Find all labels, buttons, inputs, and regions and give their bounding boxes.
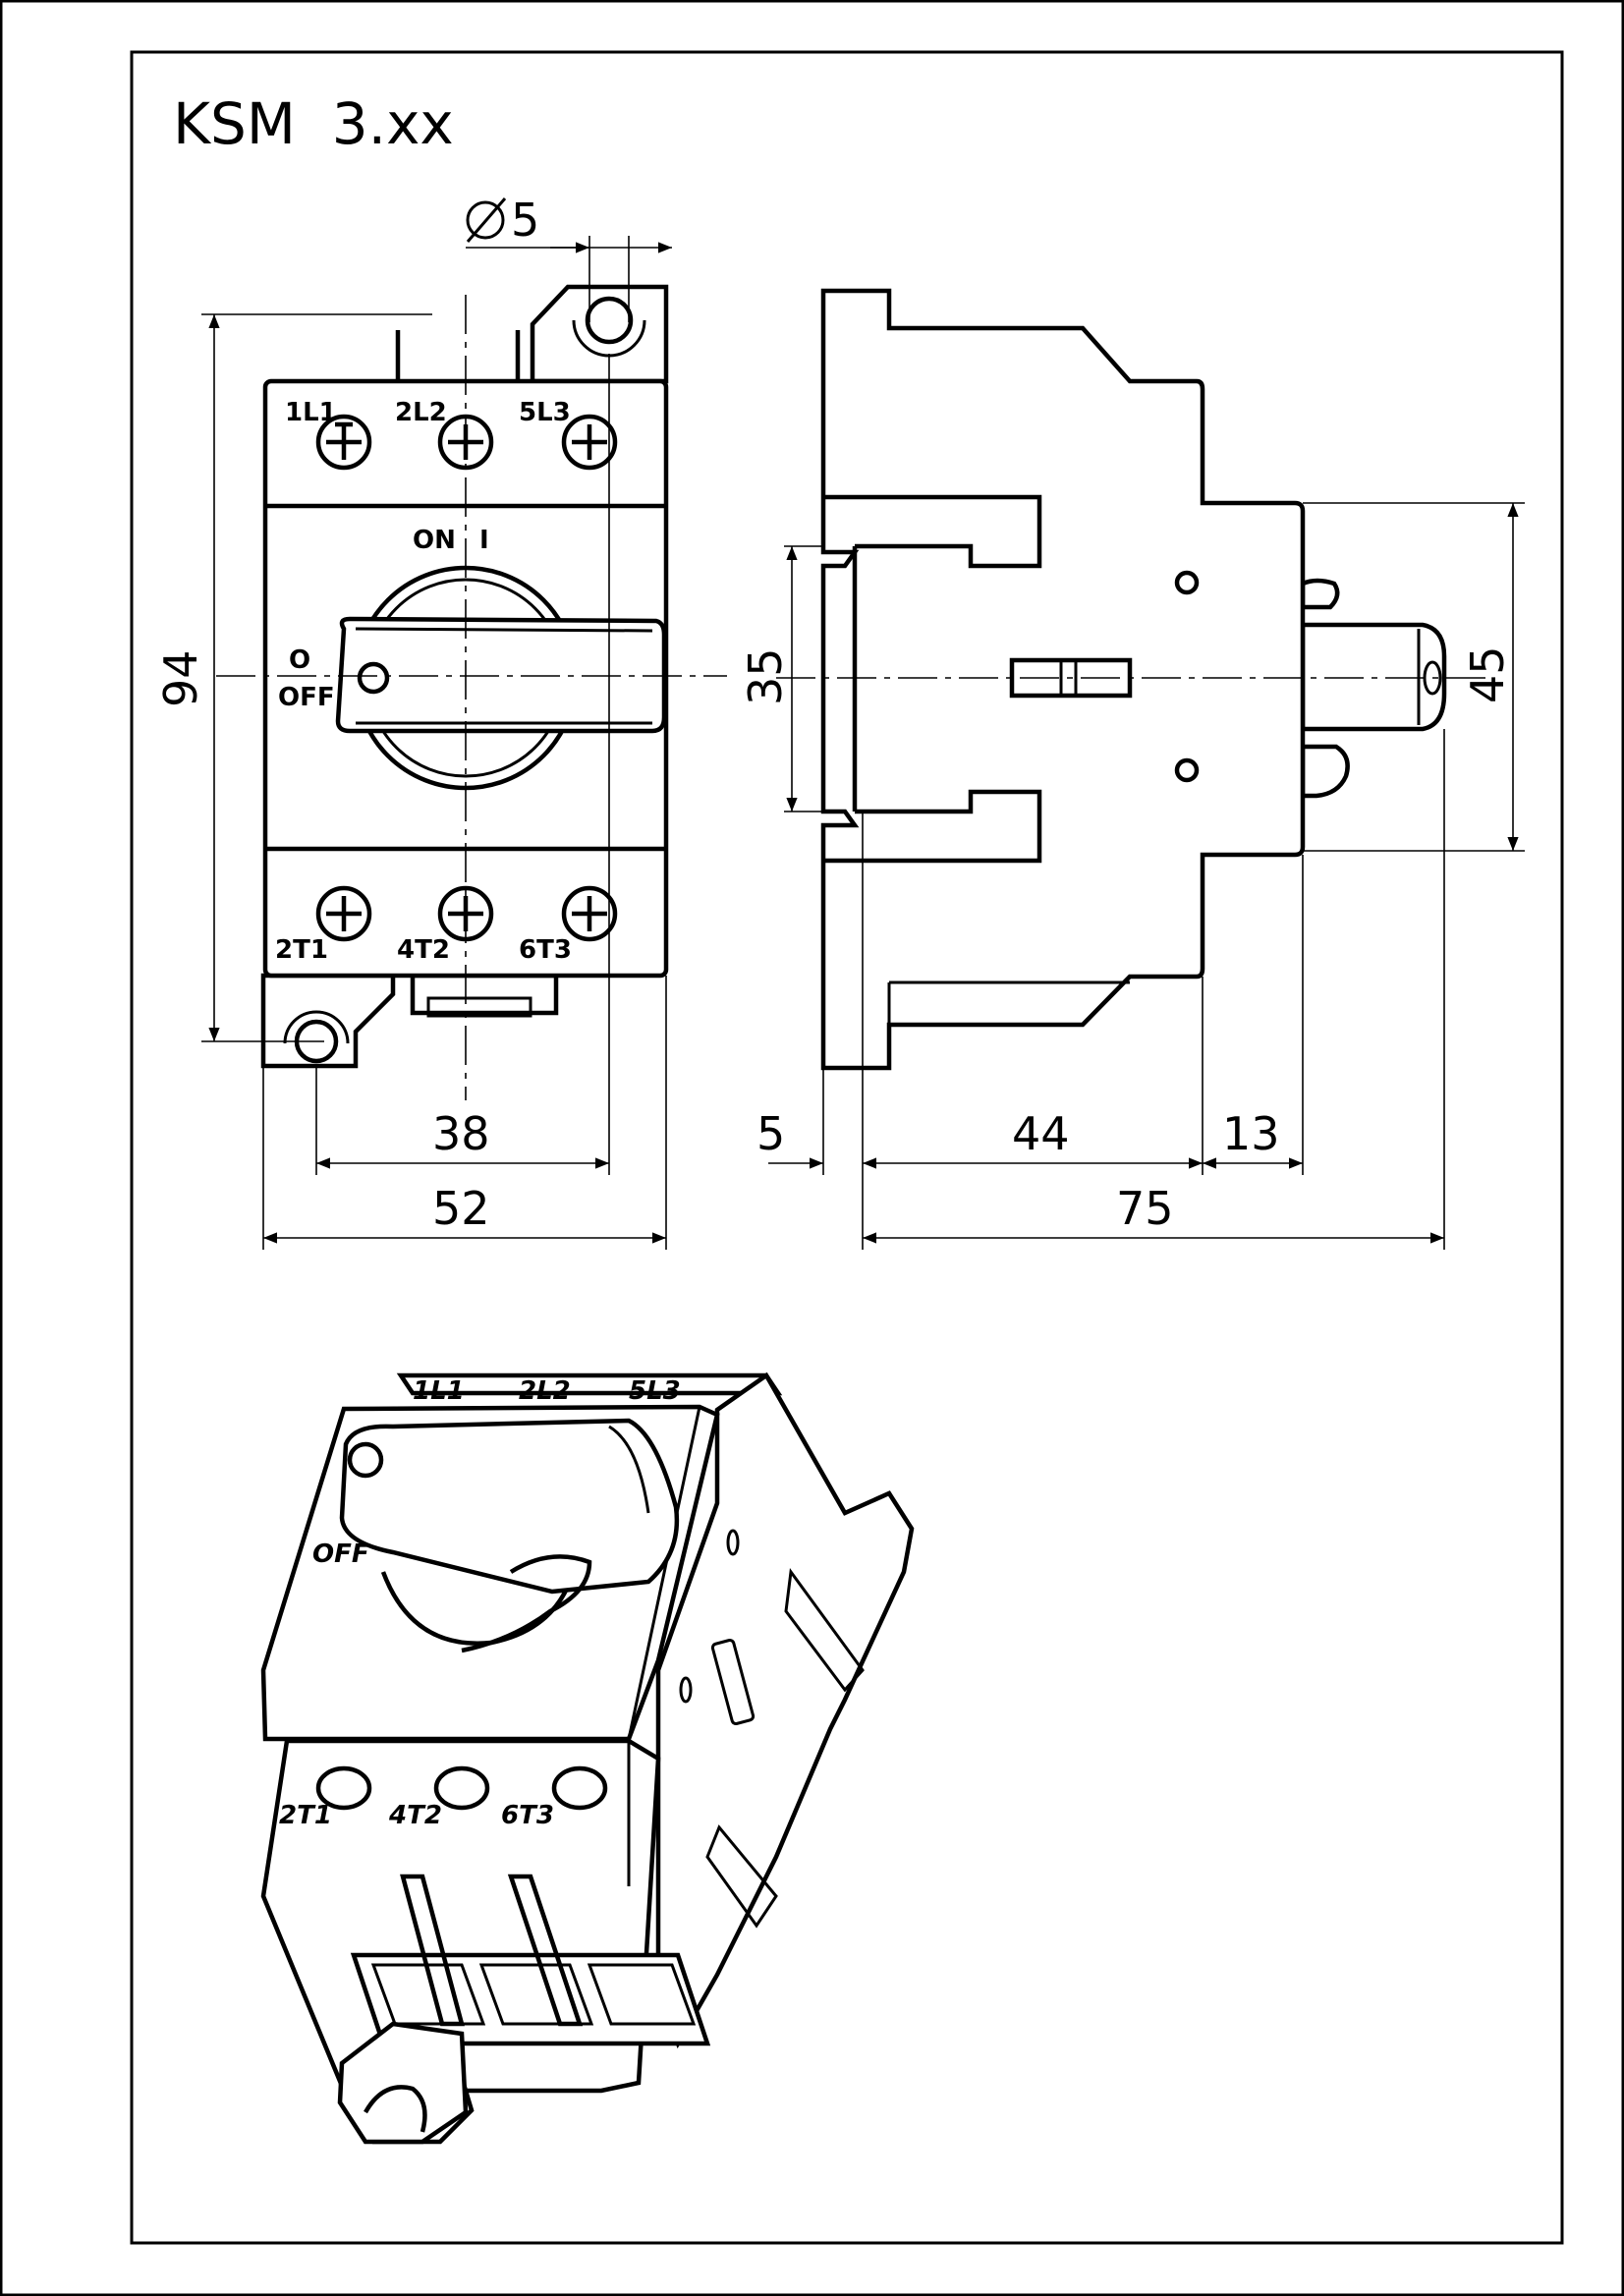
- knob-handle: [335, 616, 667, 734]
- knob-indicator: [357, 661, 390, 695]
- iso-terminal-label-bottom: 2T1: [279, 1801, 332, 1830]
- iso-bottom-mounting-clip: [337, 2021, 469, 2145]
- on-label: ON: [413, 526, 456, 555]
- screw-bottom-1-icon: [315, 885, 372, 942]
- side-screw-upper: [1174, 570, 1200, 595]
- drawing-title: KSM 3.xx: [173, 90, 454, 157]
- terminal-label-top: 5L3: [519, 398, 571, 427]
- terminal-label-top: 1L1: [285, 398, 337, 427]
- iso-terminal-label-bottom: 6T3: [501, 1801, 554, 1830]
- off-symbol: O: [289, 645, 310, 675]
- side-body: [820, 288, 1306, 1071]
- terminal-label-top: 2L2: [395, 398, 447, 427]
- dim-depth-44: 44: [1012, 1107, 1070, 1160]
- dim-depth-5: 5: [756, 1107, 785, 1160]
- dim-height-94: 94: [154, 649, 207, 707]
- iso-terminal-label-top: 2L2: [519, 1376, 571, 1406]
- terminal-label-bottom: 2T1: [275, 935, 328, 965]
- iso-terminal-label-top: 5L3: [629, 1376, 681, 1406]
- dim-height-45: 45: [1461, 645, 1514, 703]
- side-screw-lower: [1174, 757, 1200, 783]
- screw-bottom-3-icon: [561, 885, 618, 942]
- iso-terminal-label-bottom: 4T2: [388, 1801, 442, 1830]
- isometric-view: 1L1 2L2 5L3 OFF 2T1 4T2 6T3: [260, 1372, 915, 2145]
- screw-top-3-icon: [561, 414, 618, 471]
- inner-frame: [130, 50, 1564, 2245]
- dim-width-38: 38: [432, 1107, 490, 1160]
- iso-knob-handle: [339, 1418, 680, 1595]
- on-symbol: I: [479, 526, 489, 555]
- dim-hole-diameter: 5: [511, 194, 539, 247]
- dim-depth-75: 75: [1116, 1182, 1174, 1235]
- side-view: [776, 288, 1493, 1071]
- dim-depth-13: 13: [1222, 1107, 1280, 1160]
- terminal-label-bottom: 6T3: [519, 935, 572, 965]
- front-view: 1L1 2L2 5L3 2T1 4T2 6T3 ON I O OFF: [216, 284, 727, 1100]
- diameter-icon: [466, 200, 505, 240]
- bottom-mounting-clip: [260, 973, 396, 1069]
- dim-width-52: 52: [432, 1182, 490, 1235]
- dimensions: 5 94 38 52 35 45 5 44 1: [154, 194, 1525, 1250]
- iso-knob-indicator: [347, 1441, 384, 1479]
- screw-top-1-icon: [315, 414, 372, 471]
- dim-rail-35: 35: [739, 647, 792, 705]
- iso-terminal-label-top: 1L1: [413, 1376, 465, 1406]
- iso-off-label: OFF: [312, 1540, 369, 1569]
- off-label: OFF: [278, 683, 335, 712]
- terminal-label-bottom: 4T2: [397, 935, 450, 965]
